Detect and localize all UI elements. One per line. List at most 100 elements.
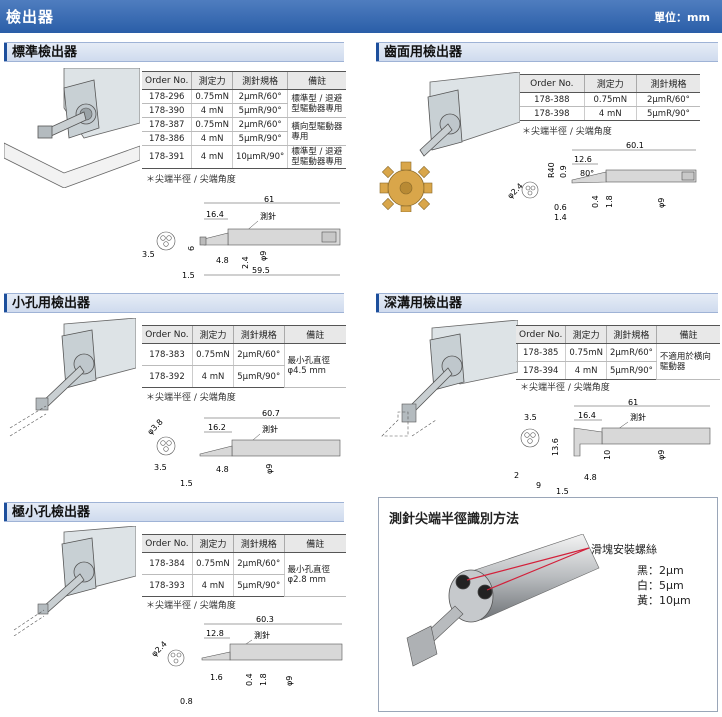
gear-footnote: ＊尖端半徑 / 尖端角度 <box>522 127 612 137</box>
dim-total: 61 <box>264 195 274 204</box>
col-spec: 測針規格 <box>232 325 284 344</box>
col-order: Order No. <box>520 74 585 93</box>
dim-1-5: 1.5 <box>180 479 193 488</box>
dim-phi9: φ9 <box>265 464 274 474</box>
dim-13-6: 13.6 <box>551 438 560 456</box>
table-row: 178-394 4 mN 5μmR/90° <box>516 361 720 380</box>
dim-total: 60.3 <box>256 615 274 624</box>
col-note: 備註 <box>655 325 720 344</box>
table-row: 178-296 0.75mN 2μmR/60° 標準型 / 退避型驅動器專用 <box>142 89 346 118</box>
dim-10: 10 <box>603 450 612 460</box>
gear-spec-table: Order No. 測定力 測針規格 178-388 0.75mN 2μmR/6… <box>520 74 700 121</box>
unit-label: 單位：mm <box>654 10 710 24</box>
dim-1-6: 1.6 <box>210 673 223 682</box>
dim-phi9: φ9 <box>657 198 666 208</box>
legend-black: 黑：2μm <box>637 564 684 577</box>
col-order: Order No. <box>142 71 192 90</box>
dim-phi2-4: φ2.4 <box>150 639 169 658</box>
table-row: 178-384 0.75mN 2μmR/60° 最小孔直徑 φ2.8 mm <box>142 552 346 597</box>
col-note: 備註 <box>283 534 346 553</box>
dim-total: 60.7 <box>262 409 280 418</box>
smallhole-stylus-drawing: 60.7 16.2 測針 φ3.8 3.5 4.8 φ9 1.5 <box>146 409 341 488</box>
extrasmall-spec-table: Order No. 測定力 測針規格 備註 178-384 0.75mN 2μm… <box>142 534 346 597</box>
dim-total: 61 <box>628 398 638 407</box>
dim-1-5: 1.5 <box>556 487 569 496</box>
table-row: 178-385 0.75mN 2μmR/60° 不適用於橫向驅動器 <box>516 343 720 380</box>
dim-4-8: 4.8 <box>584 473 597 482</box>
standard-stylus-drawing: 61 16.4 測針 6 3.5 4.8 2.4 φ9 1.5 59.5 <box>142 195 341 280</box>
dim-1-8: 1.8 <box>259 673 268 686</box>
dim-4-8: 4.8 <box>216 465 229 474</box>
page-title: 檢出器 <box>6 8 55 26</box>
stylus-label: 測針 <box>260 211 276 221</box>
col-force: 測定力 <box>191 534 234 553</box>
stylus-radius-id-box: 測針尖端半徑識別方法 滑塊安裝螺絲 黑：2μm 白：5μm 黃：10μm <box>378 497 718 712</box>
dim-1-4: 1.4 <box>554 213 567 222</box>
col-order: Order No. <box>516 325 566 344</box>
dim-a: 12.8 <box>206 629 224 638</box>
dim-80deg: 80° <box>580 169 594 178</box>
dim-3-5: 3.5 <box>154 463 167 472</box>
col-note: 備註 <box>287 71 346 90</box>
method-title: 測針尖端半徑識別方法 <box>389 512 520 527</box>
section-smallhole-header: 小孔用檢出器 <box>4 293 344 313</box>
dim-3-5: 3.5 <box>524 413 537 422</box>
col-force: 測定力 <box>565 325 607 344</box>
legend-white: 白：5μm <box>637 579 684 592</box>
smallhole-spec-table: Order No. 測定力 測針規格 備註 178-383 0.75mN 2μm… <box>142 325 346 388</box>
col-spec: 測針規格 <box>605 325 657 344</box>
color-legend: 滑塊安裝螺絲 黑：2μm 白：5μm 黃：10μm <box>591 542 691 608</box>
table-row: 178-386 4 mN 5μmR/90° <box>142 131 346 146</box>
dim-0-4: 0.4 <box>591 195 600 208</box>
col-spec: 測針規格 <box>231 71 288 90</box>
standard-footnote: ＊尖端半徑 / 尖端角度 <box>146 175 236 185</box>
dim-r40: R40 <box>547 162 556 178</box>
deepgroove-stylus-drawing: 61 16.4 測針 3.5 13.6 10 φ9 2 9 4.8 1.5 <box>514 398 711 496</box>
dim-2: 2 <box>514 471 519 480</box>
dim-0-9: 0.9 <box>559 165 568 178</box>
stylus-label: 測針 <box>262 424 278 434</box>
stylus-label: 測針 <box>630 412 646 422</box>
dim-phi9: φ9 <box>285 676 294 686</box>
section-extrasmall-header: 極小孔檢出器 <box>4 502 344 522</box>
gear-detector-illustration <box>379 72 520 212</box>
col-spec: 測針規格 <box>232 534 284 553</box>
col-order: Order No. <box>142 325 193 344</box>
dim-phi9: φ9 <box>259 251 268 261</box>
table-row: 178-387 0.75mN 2μmR/60° 橫向型驅動器專用 <box>142 117 346 146</box>
col-order: Order No. <box>142 534 193 553</box>
dim-a: 16.4 <box>578 411 596 420</box>
table-row: 178-393 4 mN 5μmR/90° <box>142 574 346 597</box>
table-row: 178-398 4 mN 5μmR/90° <box>520 106 700 121</box>
deepgroove-footnote: ＊尖端半徑 / 尖端角度 <box>520 383 610 393</box>
dim-a: 16.2 <box>208 423 226 432</box>
smallhole-footnote: ＊尖端半徑 / 尖端角度 <box>146 393 236 403</box>
dim-2-4: 2.4 <box>241 256 250 269</box>
standard-spec-table: Order No. 測定力 測針規格 備註 178-296 0.75mN 2μm… <box>142 71 346 169</box>
smallhole-detector-illustration <box>9 318 136 437</box>
header-bar: 檢出器 單位：mm <box>0 0 722 33</box>
deepgroove-detector-illustration <box>381 320 518 437</box>
table-row: 178-392 4 mN 5μmR/90° <box>142 365 346 388</box>
dim-total: 60.1 <box>626 141 644 150</box>
table-row: 178-390 4 mN 5μmR/90° <box>142 103 346 118</box>
deepgroove-spec-table: Order No. 測定力 測針規格 備註 178-385 0.75mN 2μm… <box>516 325 720 380</box>
col-force: 測定力 <box>191 325 234 344</box>
dim-0-4: 0.4 <box>245 673 254 686</box>
stylus-label: 測針 <box>254 630 270 640</box>
extrasmall-footnote: ＊尖端半徑 / 尖端角度 <box>146 601 236 611</box>
dim-6: 6 <box>187 246 196 251</box>
dim-a: 16.4 <box>206 210 224 219</box>
legend-yellow: 黃：10μm <box>637 594 691 607</box>
standard-detector-illustration <box>4 68 140 188</box>
table-row: 178-383 0.75mN 2μmR/60° 最小孔直徑 φ4.5 mm <box>142 343 346 388</box>
table-row: 178-391 4 mN 10μmR/90° 標準型 / 退避型驅動器專用 <box>142 145 346 169</box>
col-force: 測定力 <box>583 74 637 93</box>
dim-phi9: φ9 <box>657 450 666 460</box>
col-force: 測定力 <box>191 71 233 90</box>
dim-phi3-8: φ3.8 <box>146 417 165 436</box>
section-deepgroove-header: 深溝用檢出器 <box>376 293 718 313</box>
dim-0-8: 0.8 <box>180 697 193 706</box>
dim-3-5: 3.5 <box>142 250 155 259</box>
